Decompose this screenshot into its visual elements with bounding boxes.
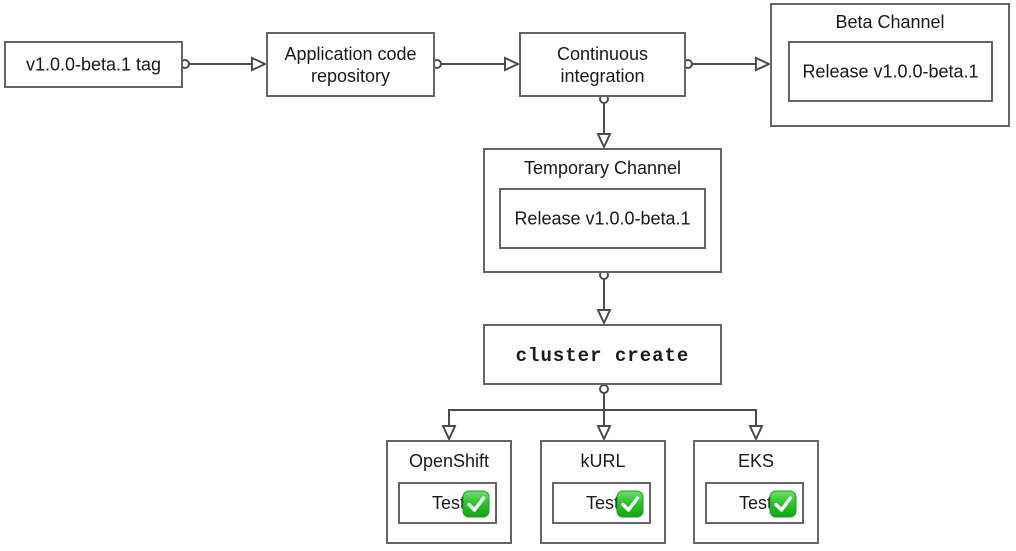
node-ci-label-line2: integration (560, 66, 644, 86)
node-target-kurl-title: kURL (580, 451, 625, 471)
node-tag[interactable]: v1.0.0-beta.1 tag (4, 41, 183, 88)
node-beta-channel-title: Beta Channel (835, 12, 944, 32)
node-ci-label-line1: Continuous (557, 44, 648, 64)
node-cluster-create[interactable]: cluster create (483, 324, 722, 385)
node-target-openshift-title: OpenShift (409, 451, 489, 471)
edge-ci-to-beta-channel (683, 56, 772, 72)
node-repo-label-line2: repository (311, 66, 390, 86)
node-tag-label: v1.0.0-beta.1 tag (26, 54, 161, 74)
node-beta-channel-release: Release v1.0.0-beta.1 (802, 61, 978, 81)
green-check-icon (769, 490, 797, 518)
node-temporary-channel[interactable]: Temporary Channel Release v1.0.0-beta.1 (483, 148, 722, 273)
green-check-icon (462, 490, 490, 518)
node-beta-channel[interactable]: Beta Channel Release v1.0.0-beta.1 (770, 3, 1010, 127)
edge-cluster-create-to-targets (441, 384, 764, 442)
node-application-code-repository[interactable]: Application code repository (266, 32, 435, 97)
node-target-eks-title: EKS (738, 451, 774, 471)
edge-temporary-channel-to-cluster-create (596, 270, 612, 326)
node-repo-label-line1: Application code (284, 44, 416, 64)
edge-tag-to-repo (180, 56, 268, 72)
node-target-kurl[interactable]: kURL Tests (540, 440, 666, 544)
node-temporary-channel-title: Temporary Channel (524, 158, 681, 178)
node-continuous-integration[interactable]: Continuous integration (519, 32, 686, 97)
edge-repo-to-ci (432, 56, 521, 72)
green-check-icon (616, 490, 644, 518)
node-target-openshift[interactable]: OpenShift Tests (386, 440, 512, 544)
node-temporary-channel-release: Release v1.0.0-beta.1 (514, 208, 690, 228)
edge-ci-to-temporary-channel (596, 94, 612, 150)
node-target-eks[interactable]: EKS Tests (693, 440, 819, 544)
node-cluster-create-label: cluster create (516, 345, 690, 367)
